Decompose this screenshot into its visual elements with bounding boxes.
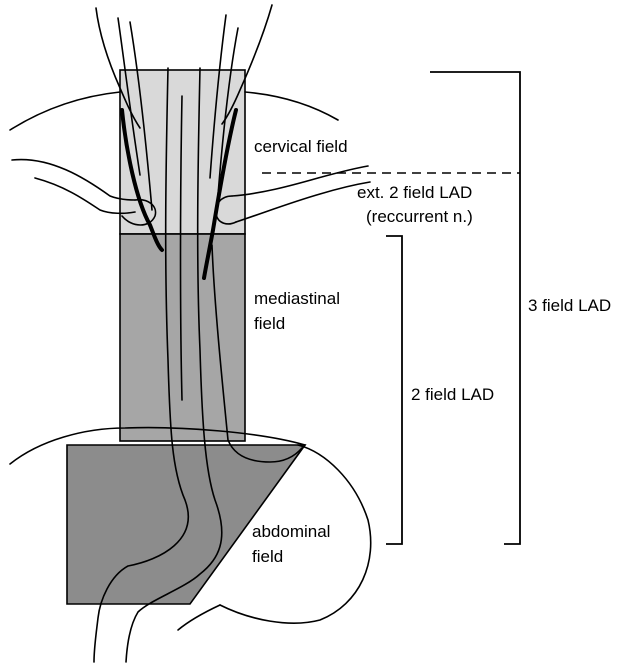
two-field-lad-label: 2 field LAD <box>411 385 494 404</box>
clavicle-right <box>232 166 368 196</box>
clavicle-right <box>236 182 370 222</box>
mediastinal-field-label: mediastinal <box>254 289 340 308</box>
two-field-lad-bracket <box>386 236 402 544</box>
cervical-field-label: cervical field <box>254 137 348 156</box>
shoulder-left-outline <box>10 92 120 130</box>
mediastinal-field-label-line2: field <box>254 314 285 333</box>
mediastinal-field-region <box>120 234 245 441</box>
abdominal-field-label: abdominal <box>252 522 330 541</box>
three-field-lad-bracket <box>430 72 520 544</box>
shoulder-right-outline <box>245 92 338 120</box>
three-field-lad-label: 3 field LAD <box>528 296 611 315</box>
stomach-body <box>178 605 220 630</box>
ext-2-field-lad-label: ext. 2 field LAD <box>357 183 472 202</box>
abdominal-field-label-line2: field <box>252 547 283 566</box>
ext-2-field-lad-sublabel: (reccurrent n.) <box>366 207 473 226</box>
